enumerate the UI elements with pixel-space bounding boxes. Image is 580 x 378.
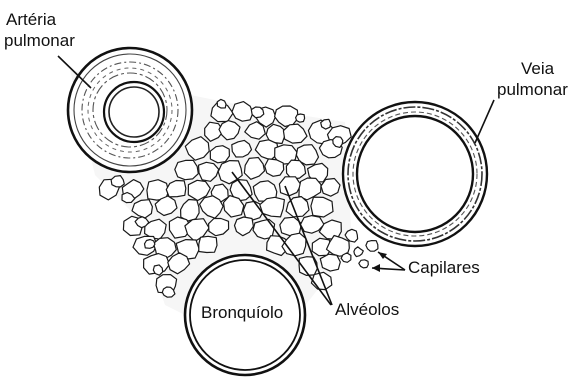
alveolus xyxy=(210,146,229,163)
alveolus xyxy=(311,197,333,217)
capillary xyxy=(359,260,369,268)
alveolus xyxy=(175,160,199,179)
capillary xyxy=(321,119,331,129)
pulmonary-artery xyxy=(68,48,192,172)
alveolus xyxy=(232,140,252,157)
label-alveolos: Alvéolos xyxy=(335,300,399,320)
alveolus xyxy=(232,102,253,122)
label-arteria-line2: pulmonar xyxy=(4,31,75,51)
capillary xyxy=(366,241,378,252)
label-capilares: Capilares xyxy=(408,258,480,278)
pulmonary-vein xyxy=(343,102,487,246)
capillary xyxy=(145,240,155,249)
capillary xyxy=(251,107,263,118)
label-veia-line1: Veia xyxy=(521,59,554,79)
veia-leader-line xyxy=(475,100,494,143)
capillary xyxy=(217,99,226,108)
capillary xyxy=(153,265,162,275)
label-veia-line2: pulmonar xyxy=(497,80,568,100)
alveolus xyxy=(265,159,284,176)
label-arteria-line1: Artéria xyxy=(6,10,56,30)
alveolus xyxy=(320,254,340,271)
capillary xyxy=(354,247,363,257)
alveolus xyxy=(199,236,217,252)
capillary xyxy=(296,114,305,122)
label-bronquiolo: Bronquíolo xyxy=(201,303,283,323)
